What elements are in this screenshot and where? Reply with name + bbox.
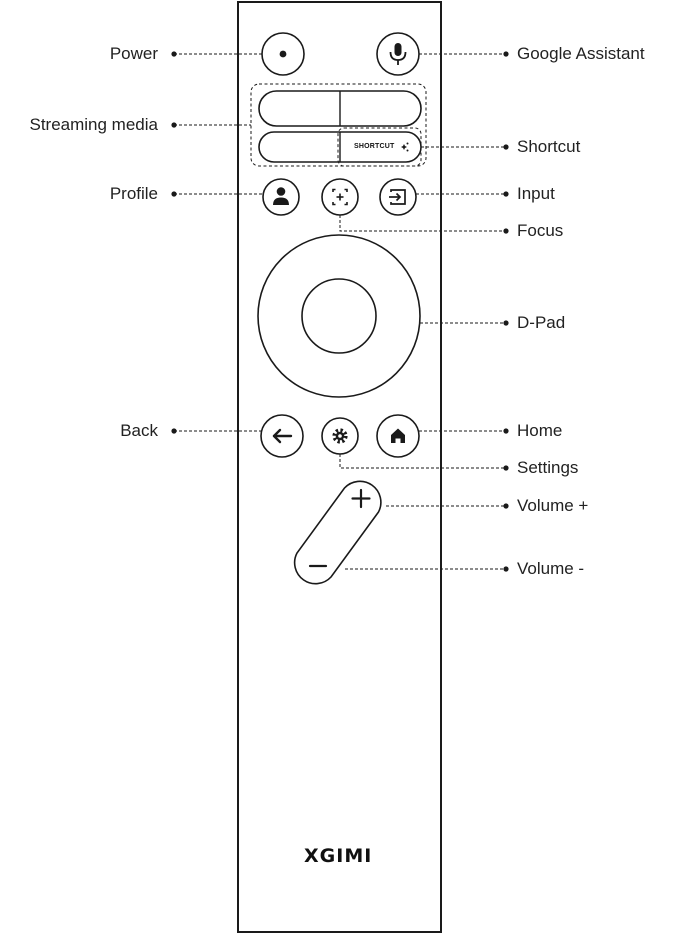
settings-button[interactable]	[321, 417, 359, 455]
label-home: Home	[517, 421, 563, 440]
dot-icon	[279, 50, 287, 58]
label-volume-down: Volume -	[517, 559, 585, 578]
google-assistant-button[interactable]	[376, 32, 420, 76]
label-d-pad: D-Pad	[517, 313, 566, 332]
label-power: Power	[109, 44, 158, 63]
focus-button[interactable]	[321, 178, 359, 216]
person-icon	[273, 187, 289, 205]
label-profile: Profile	[109, 184, 158, 203]
input-button[interactable]	[379, 178, 417, 216]
profile-button[interactable]	[262, 178, 300, 216]
streaming-button-top[interactable]	[258, 90, 422, 127]
leader-dots	[171, 51, 509, 572]
label-volume-up: Volume +	[517, 496, 589, 515]
d-pad-center-button[interactable]	[301, 278, 377, 354]
label-google-assistant: Google Assistant	[517, 44, 645, 63]
label-back: Back	[120, 421, 158, 440]
focus-plus-icon	[332, 188, 348, 206]
brand-logo: XGIMI	[304, 845, 373, 867]
volume-rocker[interactable]	[293, 480, 382, 585]
streaming-button-bottom[interactable]	[258, 131, 422, 163]
input-arrow-icon	[389, 189, 406, 205]
microphone-icon	[389, 43, 407, 65]
label-streaming-media: Streaming media	[29, 115, 158, 134]
streaming-media-group-outline	[250, 83, 427, 167]
back-button[interactable]	[260, 414, 304, 458]
power-button[interactable]	[261, 32, 305, 76]
label-settings: Settings	[517, 458, 579, 477]
arrow-left-icon	[272, 428, 293, 444]
leader-lines	[174, 53, 506, 570]
plus-icon	[351, 488, 371, 509]
label-focus: Focus	[517, 221, 564, 240]
shortcut-key-outline	[337, 127, 422, 167]
gear-icon	[332, 428, 348, 444]
home-icon	[391, 428, 405, 443]
home-button[interactable]	[376, 414, 420, 458]
sparkle-icon	[401, 142, 409, 152]
shortcut-key-text: SHORTCUT	[354, 143, 395, 150]
label-input: Input	[517, 184, 555, 203]
label-shortcut: Shortcut	[517, 137, 581, 156]
